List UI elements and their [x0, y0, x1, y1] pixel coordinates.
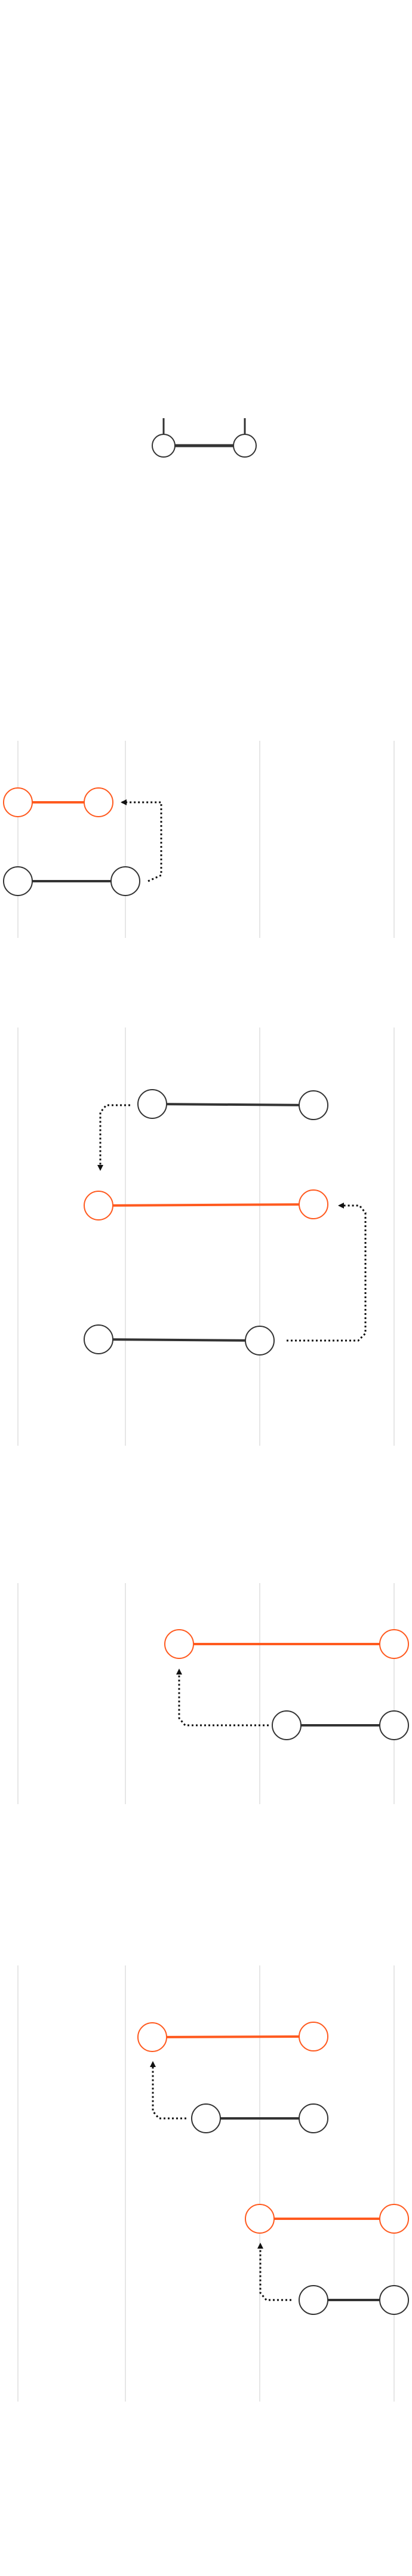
inactive-node-start [299, 2285, 328, 2315]
inactive-node-start [3, 866, 33, 896]
panel-1-grid [17, 741, 395, 938]
active-node-start [3, 787, 33, 817]
dotted-arrow [257, 2243, 291, 2301]
inactive-node-start [272, 1710, 302, 1740]
inactive-node-start [84, 1324, 113, 1354]
active-node-start [137, 2022, 167, 2052]
inactive-node-start [137, 1089, 167, 1119]
legend-node-left [152, 434, 176, 458]
inactive-node-end [379, 1710, 409, 1740]
active-node-start [84, 1191, 113, 1220]
panel-4-grid [17, 1965, 395, 2402]
legend [152, 418, 257, 458]
active-node-end [379, 2204, 409, 2234]
dotted-arrow [121, 799, 162, 882]
dotted-arrow [176, 1669, 269, 1726]
dotted-arrow [287, 1203, 367, 1342]
panel-2 [17, 1028, 395, 1446]
panel-3-grid [17, 1583, 395, 1804]
active-node-end [299, 2022, 328, 2051]
inactive-node-end [299, 2103, 328, 2133]
inactive-node-end [299, 1090, 328, 1120]
panel-2-grid [17, 1028, 395, 1446]
active-interval-edge [97, 1203, 315, 1207]
active-node-end [299, 1189, 328, 1219]
panel-1 [3, 741, 395, 938]
inactive-interval-edge [151, 1103, 315, 1106]
inactive-node-end [245, 1326, 275, 1356]
inactive-node-start [191, 2103, 221, 2133]
active-node-start [245, 2204, 275, 2234]
active-node-end [379, 1629, 409, 1659]
inactive-node-end [110, 866, 140, 896]
inactive-interval-edge [97, 1338, 261, 1342]
panel-4 [17, 1965, 409, 2402]
inactive-node-end [379, 2285, 409, 2315]
panel-3 [17, 1583, 409, 1804]
active-node-end [84, 787, 113, 817]
active-node-start [164, 1629, 194, 1659]
dotted-arrow [150, 2061, 186, 2120]
legend-node-right [233, 434, 257, 458]
